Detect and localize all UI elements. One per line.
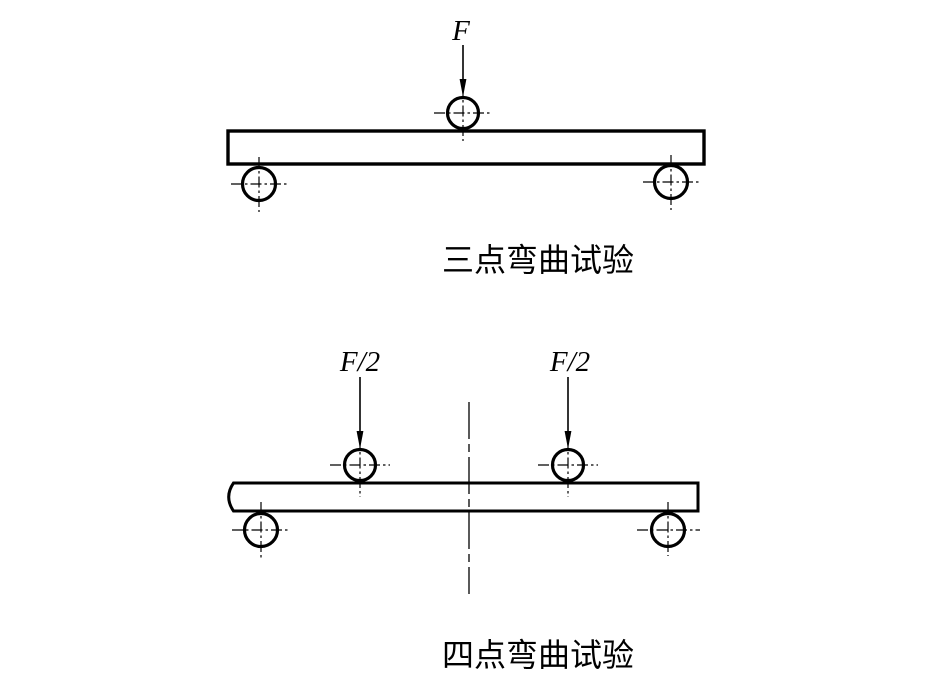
beam-specimen bbox=[227, 481, 700, 513]
diagram-caption: 三点弯曲试验 bbox=[442, 242, 634, 278]
three-point-bending-diagram: F 三点弯曲试验 bbox=[226, 15, 706, 278]
diagram-caption: 四点弯曲试验 bbox=[442, 637, 634, 673]
force-label: F bbox=[451, 15, 470, 47]
beam-specimen bbox=[226, 129, 706, 166]
force-label-left: F/2 bbox=[339, 346, 380, 378]
four-point-bending-diagram: F/2 F/2 四点弯曲试验 bbox=[227, 346, 700, 673]
force-label-right: F/2 bbox=[549, 346, 590, 378]
